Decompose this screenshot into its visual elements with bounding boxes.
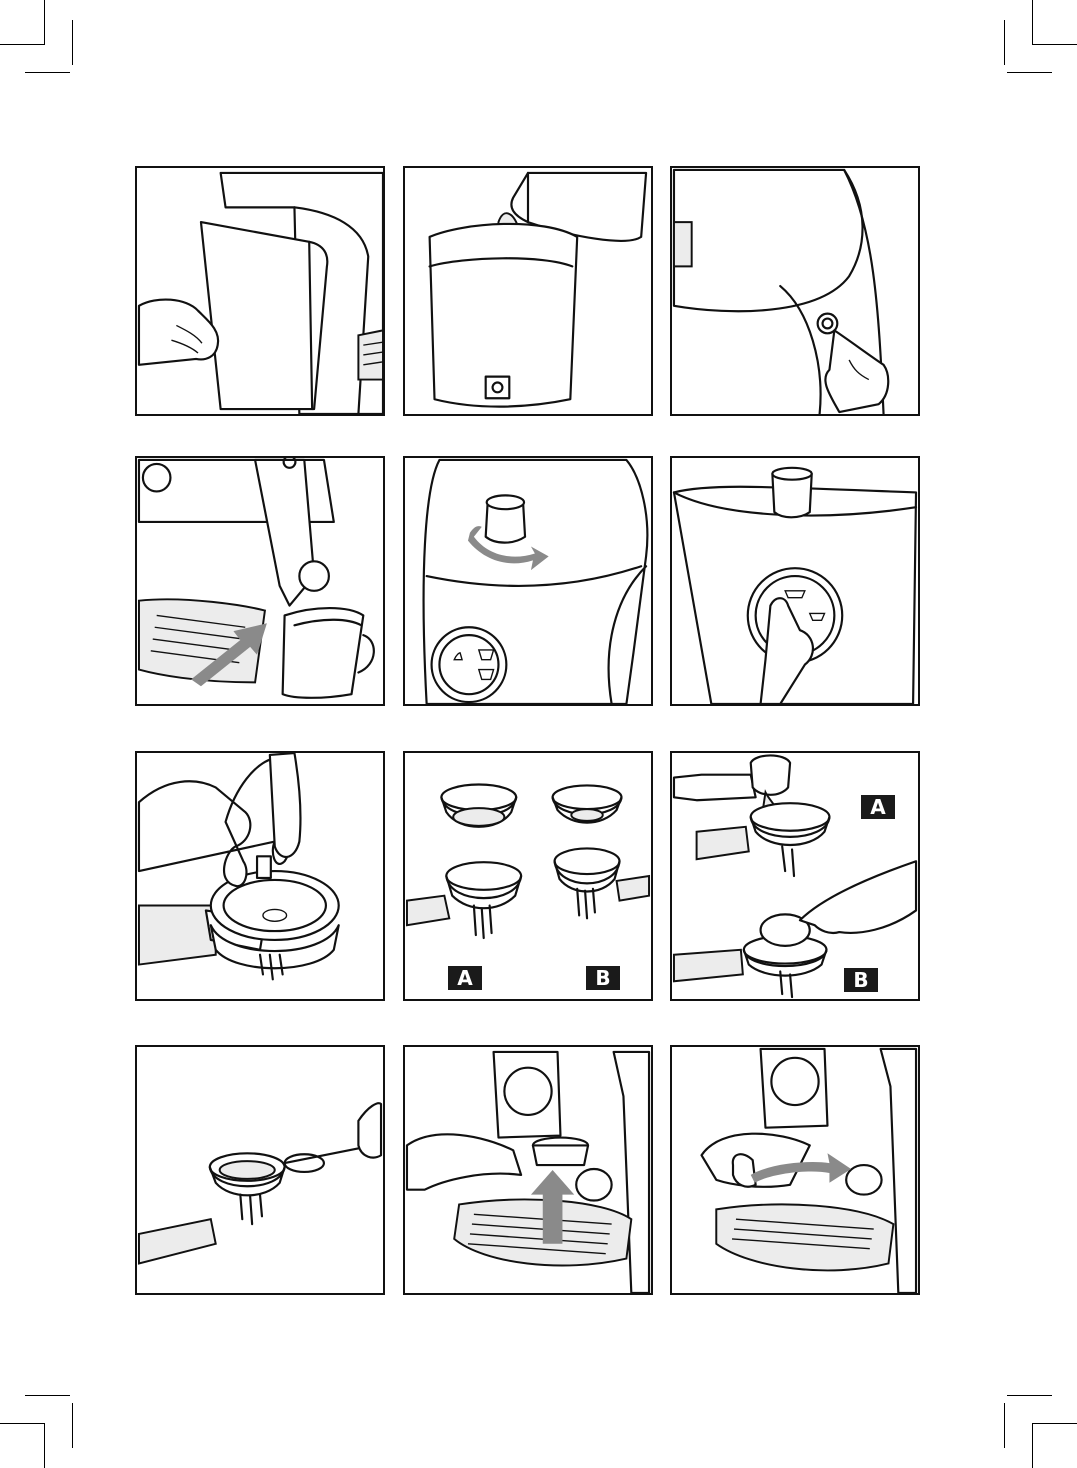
panel-level-coffee [135,1045,385,1295]
crop-mark-tl-h1 [0,44,45,45]
crop-mark-bl-v1 [44,1423,45,1468]
crop-mark-tl-v1 [44,0,45,45]
method-label-b: B [844,968,878,992]
crop-mark-tr-v1 [1032,0,1033,45]
panel-turn-steam-knob [403,456,653,706]
panel-fill-and-tamp: A B [670,751,920,1001]
crop-mark-br-v2 [1004,1403,1005,1448]
crop-mark-tl-h2 [25,72,70,73]
crop-mark-br-h2 [1007,1395,1052,1396]
panel-remove-water-tank [135,166,385,416]
crop-mark-tr-h1 [1032,44,1077,45]
crop-mark-tr-v2 [1004,20,1005,65]
crop-mark-br-v1 [1032,1423,1033,1468]
panel-attach-filter-holder [403,1045,653,1295]
crop-mark-tr-h2 [1007,72,1052,73]
panel-insert-filter-holder-pin [135,751,385,1001]
method-label-a: A [861,795,895,819]
crop-mark-tl-v2 [72,20,73,65]
filter-label-b: B [586,966,620,990]
crop-mark-bl-v2 [72,1403,73,1448]
filter-label-a: A [448,966,482,990]
crop-mark-bl-h1 [0,1423,45,1424]
crop-mark-br-h1 [1032,1423,1077,1424]
crop-mark-bl-h2 [25,1395,70,1396]
panel-steam-jug [135,456,385,706]
panel-filter-types: A B [403,751,653,1001]
panel-press-power-button [670,166,920,416]
panel-press-coffee-button [670,456,920,706]
panel-fill-water-tank [403,166,653,416]
panel-lock-filter-holder [670,1045,920,1295]
